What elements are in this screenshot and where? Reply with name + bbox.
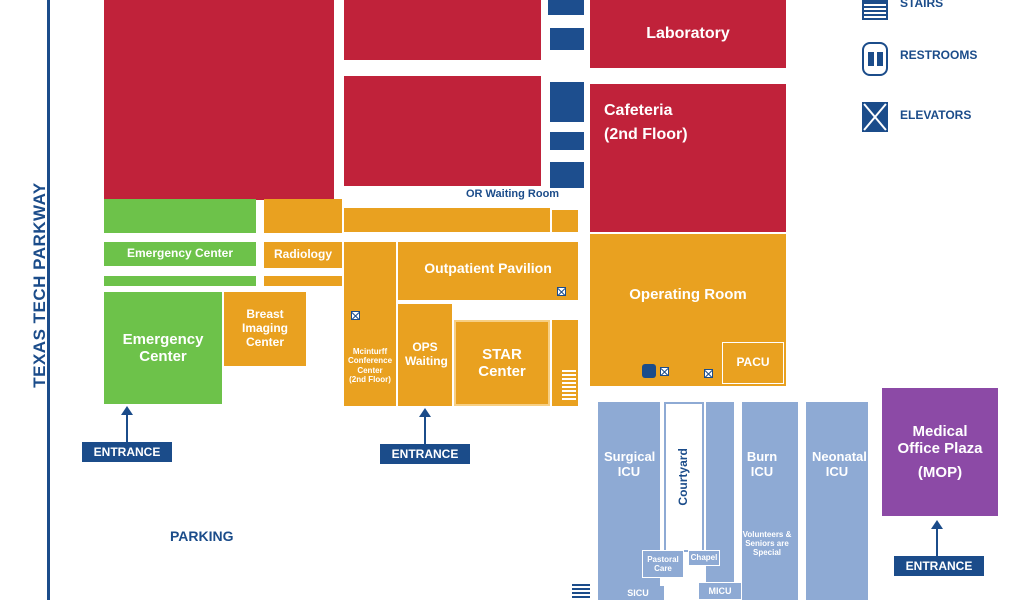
burn-icu-label: Burn ICU xyxy=(746,449,778,479)
emergency-center-strip: Emergency Center xyxy=(104,242,256,266)
elevator-bank-3 xyxy=(550,82,584,122)
breast-imaging-center: Breast Imaging Center xyxy=(224,292,306,366)
orange-small xyxy=(552,210,578,232)
elevator-icon xyxy=(660,367,669,376)
ops-waiting-label: OPS Waiting xyxy=(405,340,448,368)
pacu: PACU xyxy=(722,342,784,384)
elevator-icon xyxy=(557,287,566,296)
pastoral-care-label: Pastoral Care xyxy=(647,554,679,573)
chapel: Chapel xyxy=(688,550,720,566)
star-center-label: STAR Center xyxy=(478,345,526,380)
emergency-center-strip-label: Emergency Center xyxy=(126,246,234,261)
restrooms-legend-icon xyxy=(862,42,888,76)
cafeteria-floor-label: (2nd Floor) xyxy=(604,126,688,144)
surgical-icu: Surgical ICU xyxy=(598,402,660,600)
mcinturff-conference-center: Mcinturff Conference Center (2nd Floor) xyxy=(344,242,396,406)
orange-upper-left xyxy=(264,199,342,233)
red-block-west xyxy=(104,0,334,200)
burn-icu: Burn ICU Volunteers & Seniors are Specia… xyxy=(742,402,798,600)
elevator-bank-5 xyxy=(550,162,584,188)
entrance-emergency: ENTRANCE xyxy=(82,442,172,462)
mop-abbrev-label: (MOP) xyxy=(917,463,963,481)
pastoral-care: Pastoral Care xyxy=(642,550,684,578)
green-strip-top xyxy=(104,199,256,233)
micu-label: MICU xyxy=(708,585,732,596)
entrance-label: ENTRANCE xyxy=(391,447,459,461)
laboratory-label: Laboratory xyxy=(646,24,730,42)
road-label: TEXAS TECH PARKWAY xyxy=(30,182,49,388)
orange-thin xyxy=(264,276,342,286)
parking-label: PARKING xyxy=(170,528,234,544)
elevators-legend-label: ELEVATORS xyxy=(900,108,972,122)
road-line xyxy=(47,0,50,600)
operating-room-label: Operating Room xyxy=(629,286,747,303)
entrance-label: ENTRANCE xyxy=(93,445,161,459)
stairs-icon xyxy=(562,370,576,400)
red-block-center xyxy=(344,76,541,186)
stairs-icon xyxy=(572,584,590,600)
chapel-label: Chapel xyxy=(690,553,718,563)
elevator-bank-4 xyxy=(550,132,584,150)
star-center: STAR Center xyxy=(454,320,550,406)
courtyard-label: Courtyard xyxy=(676,448,691,506)
or-waiting-room-label: OR Waiting Room xyxy=(466,188,560,200)
elevator-icon xyxy=(351,311,360,320)
cafeteria: Cafeteria (2nd Floor) xyxy=(590,84,786,232)
courtyard: Courtyard xyxy=(664,402,704,552)
orange-corridor xyxy=(344,208,550,232)
blue-column xyxy=(706,402,734,600)
entrance-label: ENTRANCE xyxy=(905,559,973,573)
breast-imaging-center-label: Breast Imaging Center xyxy=(241,307,288,349)
surgical-icu-label: Surgical ICU xyxy=(604,449,656,479)
micu: MICU xyxy=(698,582,742,600)
sicu-label: SICU xyxy=(627,587,649,598)
elevator-icon xyxy=(704,369,713,378)
emergency-center-label: Emergency Center xyxy=(122,330,204,365)
entrance-arrow xyxy=(419,408,431,446)
entrance-arrow xyxy=(121,406,133,444)
outpatient-pavilion: Outpatient Pavilion xyxy=(398,242,578,300)
elevators-legend-icon xyxy=(862,102,888,132)
elevator-bank-2 xyxy=(550,28,584,50)
medical-office-plaza: Medical Office Plaza (MOP) xyxy=(882,388,998,516)
radiology-label: Radiology xyxy=(273,247,332,262)
emergency-center: Emergency Center xyxy=(104,292,222,404)
neonatal-icu-label: Neonatal ICU xyxy=(812,449,867,479)
entrance-arrow xyxy=(931,520,943,556)
restrooms-legend-label: RESTROOMS xyxy=(900,48,978,62)
elevator-bank-1 xyxy=(548,0,584,15)
volunteers-label: Volunteers & Seniors are Special xyxy=(742,529,792,558)
stairs-legend-label: STAIRS xyxy=(900,0,944,10)
green-strip-thin xyxy=(104,276,256,286)
ops-waiting: OPS Waiting xyxy=(398,304,452,406)
cafeteria-label: Cafeteria xyxy=(604,102,673,119)
outpatient-pavilion-label: Outpatient Pavilion xyxy=(424,260,552,276)
road: TEXAS TECH PARKWAY xyxy=(20,140,58,440)
neonatal-icu: Neonatal ICU xyxy=(806,402,868,600)
mop-label: Medical Office Plaza xyxy=(897,423,983,458)
pacu-label: PACU xyxy=(736,355,770,370)
sicu: SICU xyxy=(612,586,664,600)
radiology: Radiology xyxy=(264,242,342,268)
mcinturff-conference-center-label: Mcinturff Conference Center (2nd Floor) xyxy=(348,347,393,384)
laboratory: Laboratory xyxy=(590,0,786,68)
stairs-legend-icon xyxy=(862,0,888,20)
restroom-icon xyxy=(642,364,656,378)
entrance-mop: ENTRANCE xyxy=(894,556,984,576)
red-block-top-center xyxy=(344,0,541,60)
entrance-main: ENTRANCE xyxy=(380,444,470,464)
